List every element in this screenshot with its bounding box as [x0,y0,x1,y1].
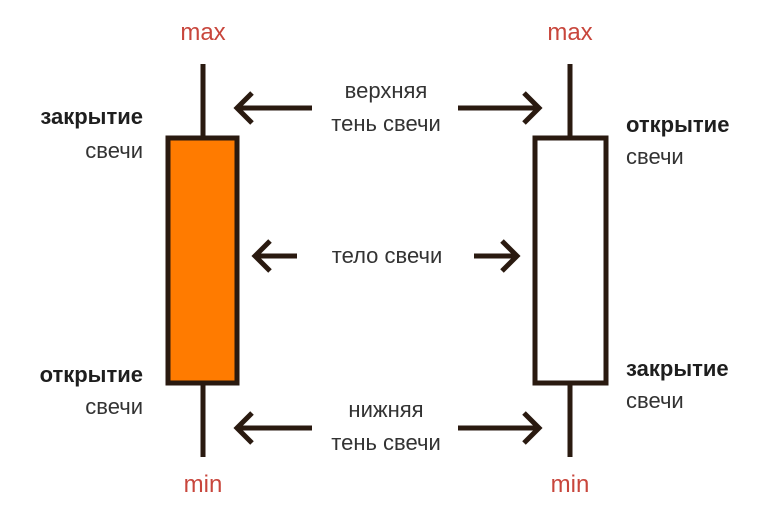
lower-shadow-annotation: нижняя тень свечи [233,397,543,455]
lower-shadow-label-line1: нижняя [348,397,423,422]
left-max-label: max [180,19,225,46]
left-top-label-regular: свечи [85,138,143,163]
upper-shadow-label-line1: верхняя [345,78,428,103]
body-left-arrow-icon [251,239,297,273]
left-bottom-label-regular: свечи [85,394,143,419]
upper-right-arrow-icon [458,91,543,125]
right-min-label: min [551,471,590,498]
lower-left-arrow-icon [233,411,312,445]
left-candle [165,64,240,457]
upper-shadow-annotation: верхняя тень свечи [233,78,543,136]
left-top-label-bold: закрытие [40,104,143,129]
right-top-label-bold: открытие [626,112,729,137]
right-bottom-label-regular: свечи [626,388,684,413]
right-bottom-label-bold: закрытие [626,356,729,381]
right-max-label: max [547,19,592,46]
left-bottom-label-bold: открытие [40,362,143,387]
body-annotation: тело свечи [251,239,521,273]
left-candle-body [165,135,240,386]
lower-right-arrow-icon [458,411,543,445]
body-label: тело свечи [332,243,442,268]
body-right-arrow-icon [474,239,521,273]
right-top-label-regular: свечи [626,144,684,169]
lower-shadow-label-line2: тень свечи [331,430,440,455]
upper-left-arrow-icon [233,91,312,125]
left-min-label: min [184,471,223,498]
right-candle-body [532,135,609,386]
right-candle [532,64,609,457]
upper-shadow-label-line2: тень свечи [331,111,440,136]
